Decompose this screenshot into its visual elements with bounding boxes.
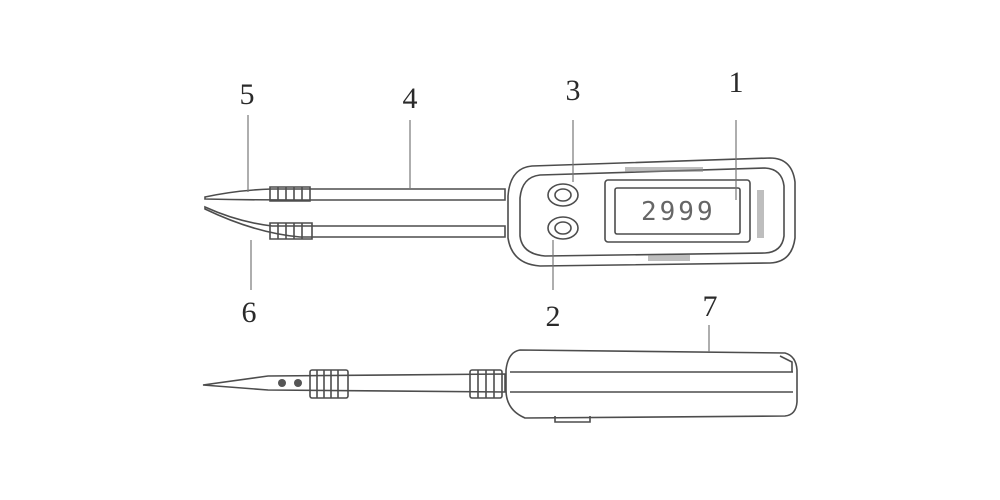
callout-1: 1 bbox=[729, 66, 744, 99]
callout-labels: 1 2 3 4 5 6 7 bbox=[240, 66, 744, 333]
callout-7: 7 bbox=[703, 290, 718, 323]
side-probe bbox=[202, 369, 506, 399]
upper-button bbox=[547, 183, 579, 207]
callout-6: 6 bbox=[242, 296, 257, 329]
top-view: 2999 bbox=[204, 157, 796, 267]
lower-button bbox=[547, 216, 579, 240]
callout-4: 4 bbox=[403, 82, 418, 115]
lcd-display: 2999 bbox=[604, 179, 751, 243]
side-case bbox=[505, 349, 798, 423]
meter-body bbox=[507, 157, 796, 267]
display-reading: 2999 bbox=[641, 197, 716, 227]
callout-3: 3 bbox=[566, 74, 581, 107]
callout-2: 2 bbox=[546, 300, 561, 333]
side-view bbox=[202, 349, 798, 423]
callout-5: 5 bbox=[240, 78, 255, 111]
leader-lines bbox=[247, 115, 737, 352]
lower-tweezer-arm bbox=[204, 205, 506, 240]
upper-tweezer-arm bbox=[204, 186, 506, 202]
